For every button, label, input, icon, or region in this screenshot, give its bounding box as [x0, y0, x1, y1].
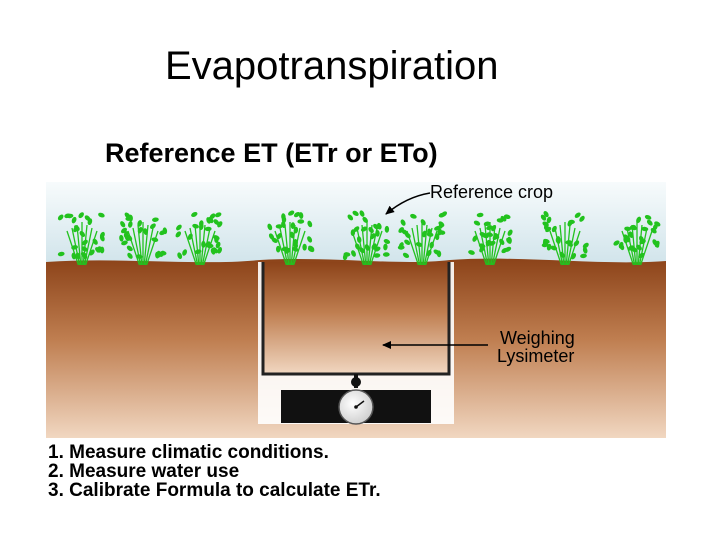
page-title: Evapotranspiration	[165, 44, 499, 88]
weighing-label-line1: Weighing	[500, 328, 575, 348]
step-3: 3. Calibrate Formula to calculate ETr.	[48, 480, 381, 501]
plant-icon	[540, 210, 589, 266]
reference-crop-label: Reference crop	[430, 182, 553, 202]
step-1: 1. Measure climatic conditions.	[48, 442, 329, 463]
plant-icon	[267, 210, 315, 266]
plant-icon	[342, 210, 391, 266]
scale-pivot	[351, 377, 361, 387]
plant-icon	[468, 212, 513, 266]
arrow-icon	[385, 192, 431, 215]
diagram-heading: Reference ET (ETr or ETo)	[105, 138, 438, 168]
scale-gauge-icon	[338, 389, 374, 425]
reference-crop-row	[57, 210, 661, 266]
lysimeter-soil	[264, 262, 448, 374]
plant-icon	[613, 214, 661, 266]
step-2: 2. Measure water use	[48, 461, 239, 482]
plant-icon	[119, 212, 168, 266]
plant-icon	[57, 212, 105, 266]
plant-icon	[397, 211, 448, 266]
weighing-label-line2: Lysimeter	[497, 346, 574, 366]
plant-icon	[175, 212, 223, 266]
